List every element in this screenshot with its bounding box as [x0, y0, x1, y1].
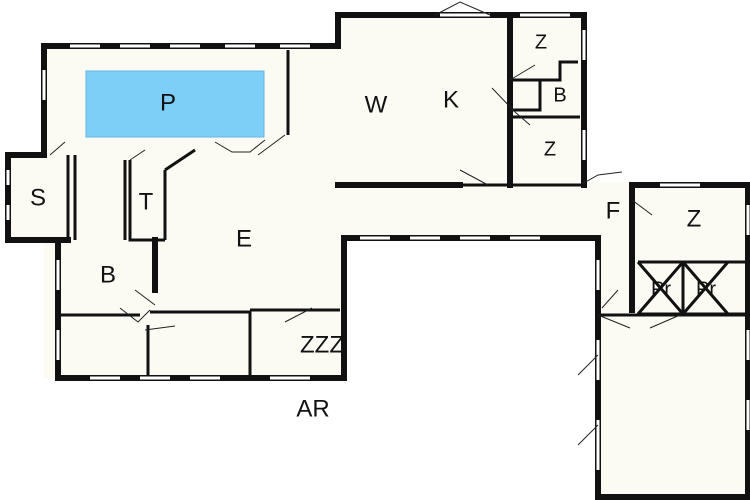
- windows: [6, 13, 750, 470]
- room-label-pool: P: [160, 89, 176, 116]
- room-label-bedroom-mid: Z: [544, 138, 556, 160]
- room-label-toilet: T: [139, 188, 154, 215]
- room-label-bedroom-top: Z: [535, 31, 547, 53]
- room-label-outdoor: AR: [296, 395, 329, 422]
- room-label-entrance: E: [236, 225, 252, 252]
- room-label-bedroom-right: Z: [687, 205, 702, 232]
- room-label-storage-2: Pr: [696, 278, 716, 300]
- doors: [49, 1, 681, 446]
- room-label-hall: F: [606, 197, 621, 224]
- room-label-bath-top: B: [553, 84, 566, 106]
- room-label-bedroom-bottom: ZZZ: [300, 331, 344, 358]
- room-label-bath-left: B: [100, 261, 116, 288]
- pool: [85, 70, 265, 138]
- room-label-sauna: S: [30, 184, 46, 211]
- room-label-storage-1: Pr: [651, 278, 671, 300]
- walls: [5, 12, 750, 500]
- room-label-living: W: [365, 91, 388, 118]
- room-label-kitchen: K: [443, 86, 459, 113]
